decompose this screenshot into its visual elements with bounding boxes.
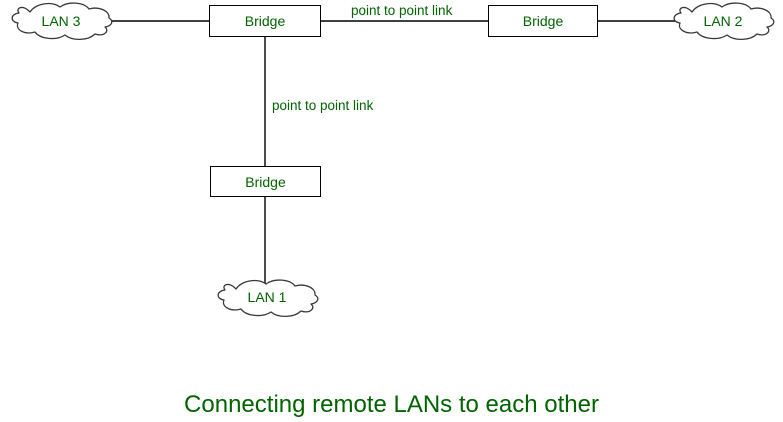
edge-label-point-to-point-horizontal: point to point link: [351, 4, 452, 18]
bridge-middle-label: Bridge: [245, 173, 286, 190]
cloud-node-lan1[interactable]: LAN 1: [211, 290, 323, 304]
cloud-node-lan2[interactable]: LAN 2: [668, 14, 778, 28]
cloud-lan3-label: LAN 3: [41, 13, 81, 29]
bridge-right-label: Bridge: [522, 13, 564, 29]
connection-lines: [110, 20, 682, 287]
diagram-caption: Connecting remote LANs to each other: [0, 391, 783, 418]
cloud-node-lan3[interactable]: LAN 3: [6, 14, 116, 28]
cloud-lan1-label: LAN 1: [247, 289, 287, 305]
edge-label-point-to-point-vertical: point to point link: [272, 99, 373, 113]
cloud-shape-lan2: [673, 2, 775, 41]
cloud-shapes: [11, 2, 775, 318]
cloud-lan2-label: LAN 2: [703, 13, 743, 29]
cloud-shape-lan3: [11, 2, 113, 41]
cloud-shape-lan1: [217, 279, 319, 318]
bridge-top-label: Bridge: [244, 13, 286, 29]
edge-label-horizontal-text: point to point link: [351, 3, 453, 18]
edge-label-vertical-text: point to point link: [272, 98, 374, 113]
bridge-node-right[interactable]: Bridge: [488, 5, 598, 37]
diagram-caption-text: Connecting remote LANs to each other: [184, 391, 599, 418]
bridge-node-top[interactable]: Bridge: [209, 5, 321, 37]
bridge-node-middle[interactable]: Bridge: [210, 166, 321, 197]
